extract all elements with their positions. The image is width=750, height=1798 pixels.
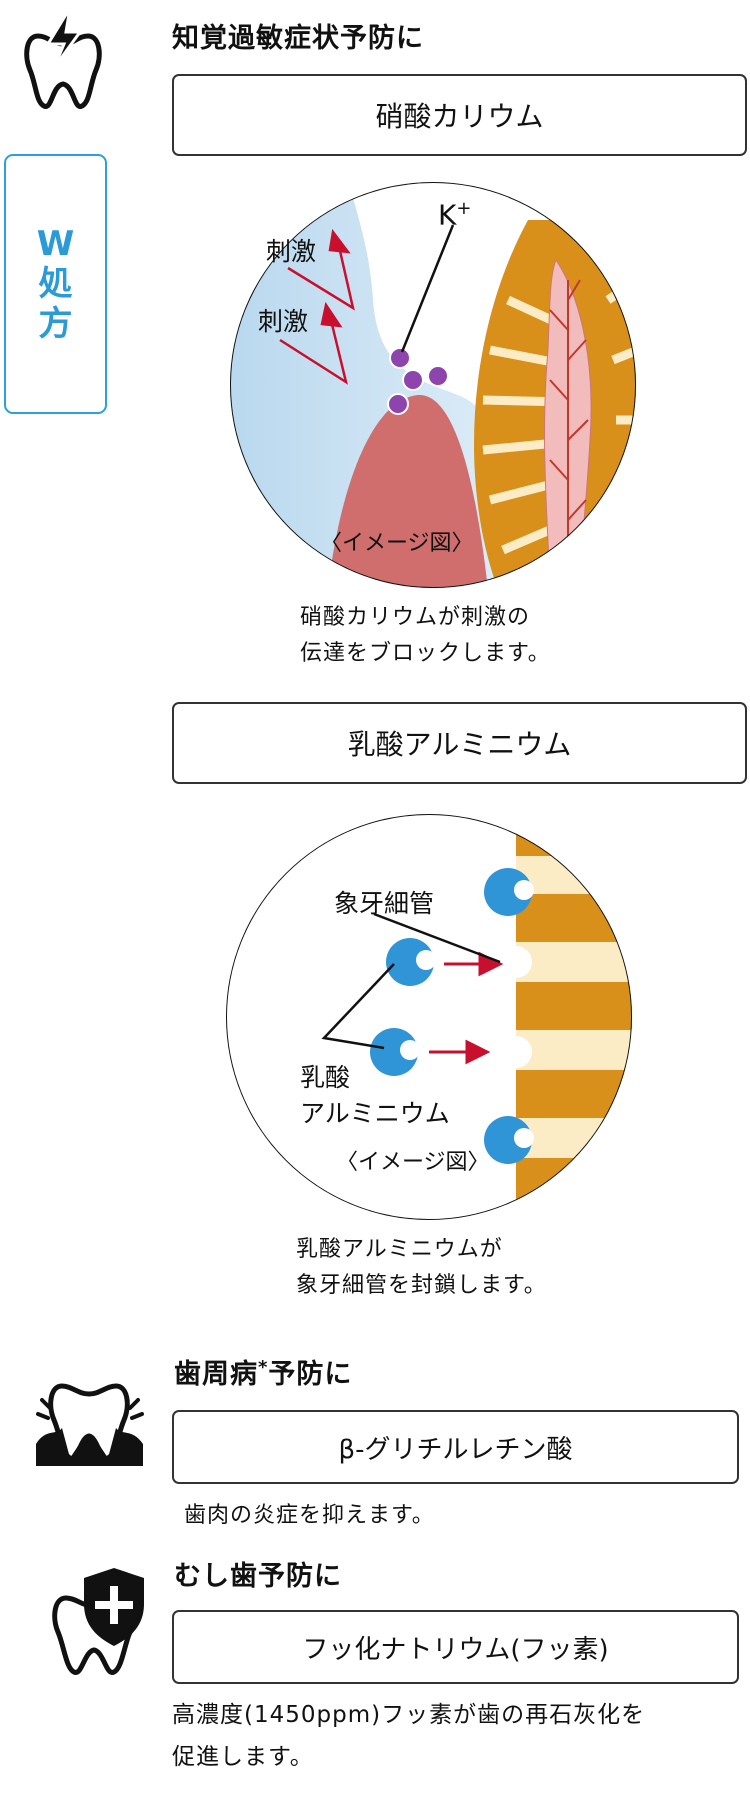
- badge-char: 方: [38, 304, 73, 344]
- badge-char: 処: [38, 264, 73, 304]
- caption-sodium-fluoride: 高濃度(1450ppm)フッ素が歯の再石灰化を 促進します。: [172, 1694, 645, 1778]
- potassium-nitrate-diagram: K+ 刺激 刺激 〈イメージ図〉: [228, 180, 638, 590]
- caption-potassium-nitrate: 硝酸カリウムが刺激の 伝達をブロックします。: [300, 600, 551, 672]
- tooth-gum-icon: [32, 1366, 147, 1466]
- label-k: K+: [438, 198, 472, 232]
- caption-line: 伝達をブロックします。: [300, 641, 551, 666]
- aluminum-lactate-diagram: 象牙細管 乳酸 アルミニウム 〈イメージ図〉: [224, 812, 634, 1222]
- ingredient-box-sodium-fluoride: フッ化ナトリウム(フッ素): [172, 1610, 739, 1684]
- image-note: 〈イメージ図〉: [336, 1150, 490, 1175]
- caption-glycyrrhetinic-acid: 歯肉の炎症を抑えます。: [184, 1503, 435, 1528]
- caption-line: 高濃度(1450ppm)フッ素が歯の再石灰化を: [172, 1702, 646, 1728]
- caption-line: 乳酸アルミニウムが: [296, 1237, 503, 1262]
- ingredient-box-potassium-nitrate: 硝酸カリウム: [172, 74, 747, 156]
- caption-aluminum-lactate: 乳酸アルミニウムが 象牙細管を封鎖します。: [296, 1232, 547, 1304]
- caption-line: 象牙細管を封鎖します。: [296, 1273, 547, 1298]
- section2-heading: 歯周病*予防に: [174, 1357, 353, 1390]
- label-aluminum-2: アルミニウム: [300, 1099, 450, 1128]
- w-formula-badge: W 処 方: [4, 154, 107, 414]
- label-dentinal-tubule: 象牙細管: [334, 889, 435, 918]
- label-stimulus-2: 刺激: [258, 307, 309, 336]
- caption-line: 硝酸カリウムが刺激の: [300, 605, 531, 630]
- badge-char: W: [36, 224, 75, 264]
- ingredient-box-aluminum-lactate: 乳酸アルミニウム: [172, 702, 747, 784]
- ingredient-box-glycyrrhetinic-acid: β-グリチルレチン酸: [172, 1410, 739, 1484]
- label-stimulus-1: 刺激: [266, 237, 317, 266]
- tooth-shield-icon: [44, 1564, 148, 1682]
- label-aluminum-1: 乳酸: [300, 1063, 351, 1092]
- section1-heading: 知覚過敏症状予防に: [172, 23, 424, 54]
- section3-heading: むし歯予防に: [174, 1561, 342, 1592]
- tooth-lightning-icon: [18, 6, 108, 114]
- image-note: 〈イメージ図〉: [320, 531, 474, 556]
- caption-line: 促進します。: [172, 1744, 314, 1770]
